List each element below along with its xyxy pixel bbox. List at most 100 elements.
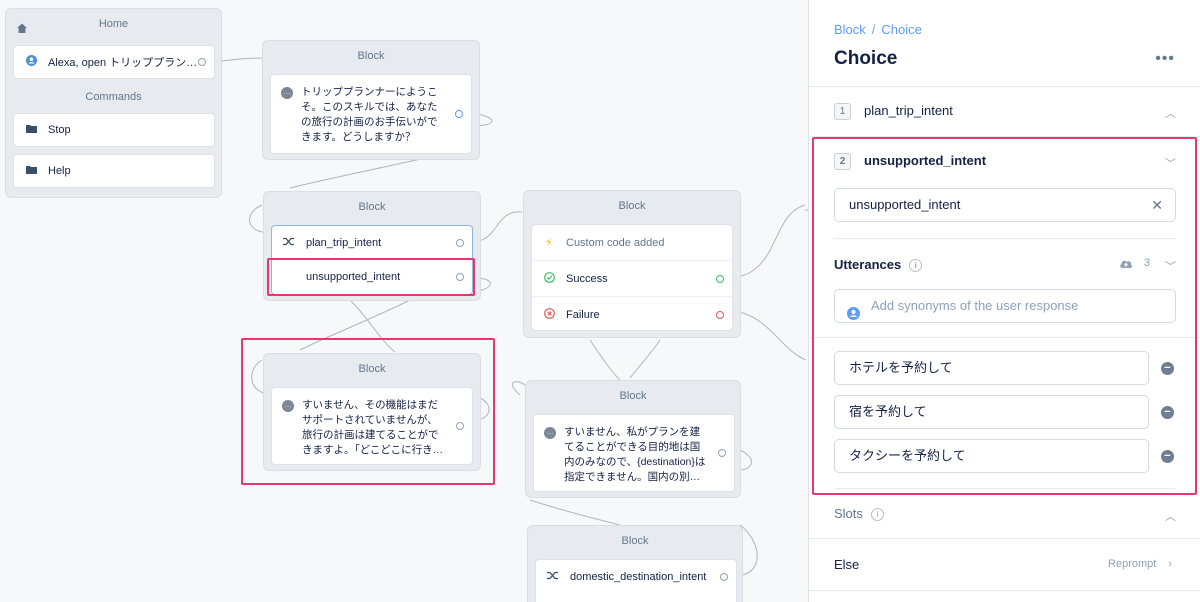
utterance-item[interactable]: ホテルを予約して bbox=[834, 351, 1149, 385]
home-icon bbox=[16, 21, 28, 33]
success-port[interactable] bbox=[716, 274, 724, 283]
start-step-label: Alexa, open トリッププラン… bbox=[48, 57, 198, 69]
intent-number: 2 bbox=[834, 153, 851, 171]
speak-port[interactable] bbox=[718, 449, 726, 457]
start-step[interactable]: Alexa, open トリッププラン… bbox=[13, 45, 215, 79]
shuffle-icon bbox=[546, 571, 560, 583]
choice-step[interactable]: domestic_destination_intent bbox=[535, 559, 737, 602]
success-row[interactable]: Success bbox=[532, 261, 732, 297]
block-title: Block bbox=[358, 363, 386, 375]
custom-code-row[interactable]: ⚡ Custom code added bbox=[532, 225, 732, 261]
command-stop[interactable]: Stop bbox=[13, 113, 215, 147]
cloud-upload-icon[interactable] bbox=[1119, 257, 1133, 269]
utterance-text: ホテルを予約して bbox=[849, 360, 953, 375]
speech-bubble-icon: … bbox=[544, 427, 556, 439]
chevron-down-icon[interactable]: ﹀ bbox=[1165, 158, 1176, 170]
speak-port[interactable] bbox=[456, 422, 464, 430]
failure-row[interactable]: Failure bbox=[532, 297, 732, 332]
block-title: Block bbox=[618, 200, 646, 212]
intent-label: plan_trip_intent bbox=[306, 236, 382, 249]
highlight-unsupported-intent bbox=[267, 258, 475, 296]
intent-select[interactable]: unsupported_intent ✕ bbox=[834, 188, 1176, 222]
success-label: Success bbox=[566, 272, 608, 285]
speak-port[interactable] bbox=[455, 110, 463, 118]
speak-text: すいません、その機能はまだサポートされていませんが、旅行の計画は建てることができ… bbox=[302, 399, 444, 456]
intent-row-plan-trip[interactable]: plan_trip_intent bbox=[272, 226, 472, 260]
breadcrumb: Block / Choice bbox=[834, 22, 922, 37]
utterances-label: Utterances bbox=[834, 257, 902, 272]
speech-bubble-icon: … bbox=[281, 87, 293, 99]
block-title: Block bbox=[358, 201, 386, 213]
user-icon bbox=[847, 300, 860, 332]
home-block-title: Home bbox=[98, 18, 129, 30]
commands-label: Commands bbox=[85, 91, 142, 103]
utterance-item[interactable]: 宿を予約して bbox=[834, 395, 1149, 429]
breadcrumb-separator: / bbox=[871, 22, 876, 37]
remove-icon[interactable]: − bbox=[1161, 450, 1174, 463]
else-reprompt[interactable]: Reprompt › bbox=[1108, 558, 1172, 570]
flow-canvas[interactable]: Home Alexa, open トリッププラン… Commands Stop … bbox=[0, 0, 808, 602]
info-icon[interactable]: i bbox=[870, 508, 884, 522]
chevron-up-icon[interactable]: ︿ bbox=[1165, 108, 1176, 120]
clear-icon[interactable]: ✕ bbox=[1151, 197, 1163, 213]
remove-icon[interactable]: − bbox=[1161, 362, 1174, 375]
command-help[interactable]: Help bbox=[13, 154, 215, 188]
utterance-item[interactable]: タクシーを予約して bbox=[834, 439, 1149, 473]
intent-row-unsupported[interactable]: unsupported_intent bbox=[272, 260, 472, 294]
chevron-right-icon: › bbox=[1168, 558, 1172, 570]
custom-code-label: Custom code added bbox=[566, 236, 665, 249]
block-title: Block bbox=[621, 535, 649, 547]
block-title: Block bbox=[357, 50, 385, 62]
chevron-up-icon[interactable]: ︿ bbox=[1165, 511, 1176, 523]
else-value: Reprompt bbox=[1108, 558, 1157, 570]
highlight-intent-editor bbox=[812, 137, 1197, 495]
intent-row-domestic[interactable]: domestic_destination_intent bbox=[536, 560, 736, 594]
failure-label: Failure bbox=[566, 308, 600, 321]
intent-select-value: unsupported_intent bbox=[849, 197, 961, 212]
intent-number: 1 bbox=[834, 103, 851, 121]
utterances-count-group: 3 bbox=[1119, 257, 1150, 269]
intent-port[interactable] bbox=[456, 273, 464, 281]
intent-2-header[interactable]: 2 unsupported_intent bbox=[834, 153, 987, 171]
failure-port[interactable] bbox=[716, 310, 724, 319]
remove-icon[interactable]: − bbox=[1161, 406, 1174, 419]
home-block[interactable]: Home Alexa, open トリッププラン… Commands Stop … bbox=[5, 8, 222, 198]
speech-bubble-icon: … bbox=[282, 400, 294, 412]
speak-step[interactable]: … すいません、私がプランを建てることができる目的地は国内のみなので、{dest… bbox=[533, 414, 735, 492]
breadcrumb-current[interactable]: Choice bbox=[881, 22, 922, 37]
intent-label: unsupported_intent bbox=[306, 271, 401, 283]
breadcrumb-parent[interactable]: Block bbox=[834, 22, 866, 37]
intent-name: unsupported_intent bbox=[864, 153, 987, 168]
lightning-icon: ⚡ bbox=[545, 237, 553, 249]
intent-port[interactable] bbox=[456, 238, 464, 247]
utterances-count: 3 bbox=[1143, 257, 1150, 269]
highlight-unsupported-block bbox=[241, 338, 495, 485]
domestic-block[interactable]: Block domestic_destination_intent bbox=[527, 525, 743, 602]
speak-text: すいません、私がプランを建てることができる目的地は国内のみなので、{destin… bbox=[564, 426, 706, 483]
welcome-block[interactable]: Block … トリッププランナーにようこそ。このスキルでは、あなたの旅行の計画… bbox=[262, 40, 480, 160]
intent-label: domestic_destination_intent bbox=[570, 571, 707, 583]
else-label: Else bbox=[834, 557, 860, 572]
intent-port[interactable] bbox=[720, 573, 728, 581]
folder-icon bbox=[24, 165, 38, 177]
choice-block[interactable]: Block plan_trip_intent unsupported_inten… bbox=[263, 191, 481, 301]
info-icon[interactable]: i bbox=[909, 259, 923, 273]
code-step[interactable]: ⚡ Custom code added Success Failure bbox=[531, 224, 733, 331]
block-title: Block bbox=[619, 390, 647, 402]
utterances-header: Utterances i bbox=[834, 257, 923, 273]
code-block[interactable]: Block ⚡ Custom code added Success Failur… bbox=[523, 190, 741, 338]
speak-step[interactable]: … トリッププランナーにようこそ。このスキルでは、あなたの旅行の計画のお手伝いが… bbox=[270, 74, 472, 154]
speak-step[interactable]: … すいません、その機能はまだサポートされていませんが、旅行の計画は建てることが… bbox=[271, 387, 473, 465]
unsupported-destination-block[interactable]: Block … すいません、私がプランを建てることができる目的地は国内のみなので… bbox=[525, 380, 741, 498]
unsupported-block[interactable]: Block … すいません、その機能はまだサポートされていませんが、旅行の計画は… bbox=[263, 353, 481, 471]
more-options-icon[interactable]: ••• bbox=[1155, 50, 1175, 67]
connection-lines bbox=[209, 57, 808, 576]
user-icon bbox=[24, 55, 38, 69]
chevron-down-icon[interactable]: ﹀ bbox=[1165, 261, 1176, 273]
speak-text: トリッププランナーにようこそ。このスキルでは、あなたの旅行の計画のお手伝いができ… bbox=[301, 86, 438, 143]
start-port[interactable] bbox=[198, 58, 206, 66]
utterance-input[interactable]: Add synonyms of the user response bbox=[834, 289, 1176, 323]
